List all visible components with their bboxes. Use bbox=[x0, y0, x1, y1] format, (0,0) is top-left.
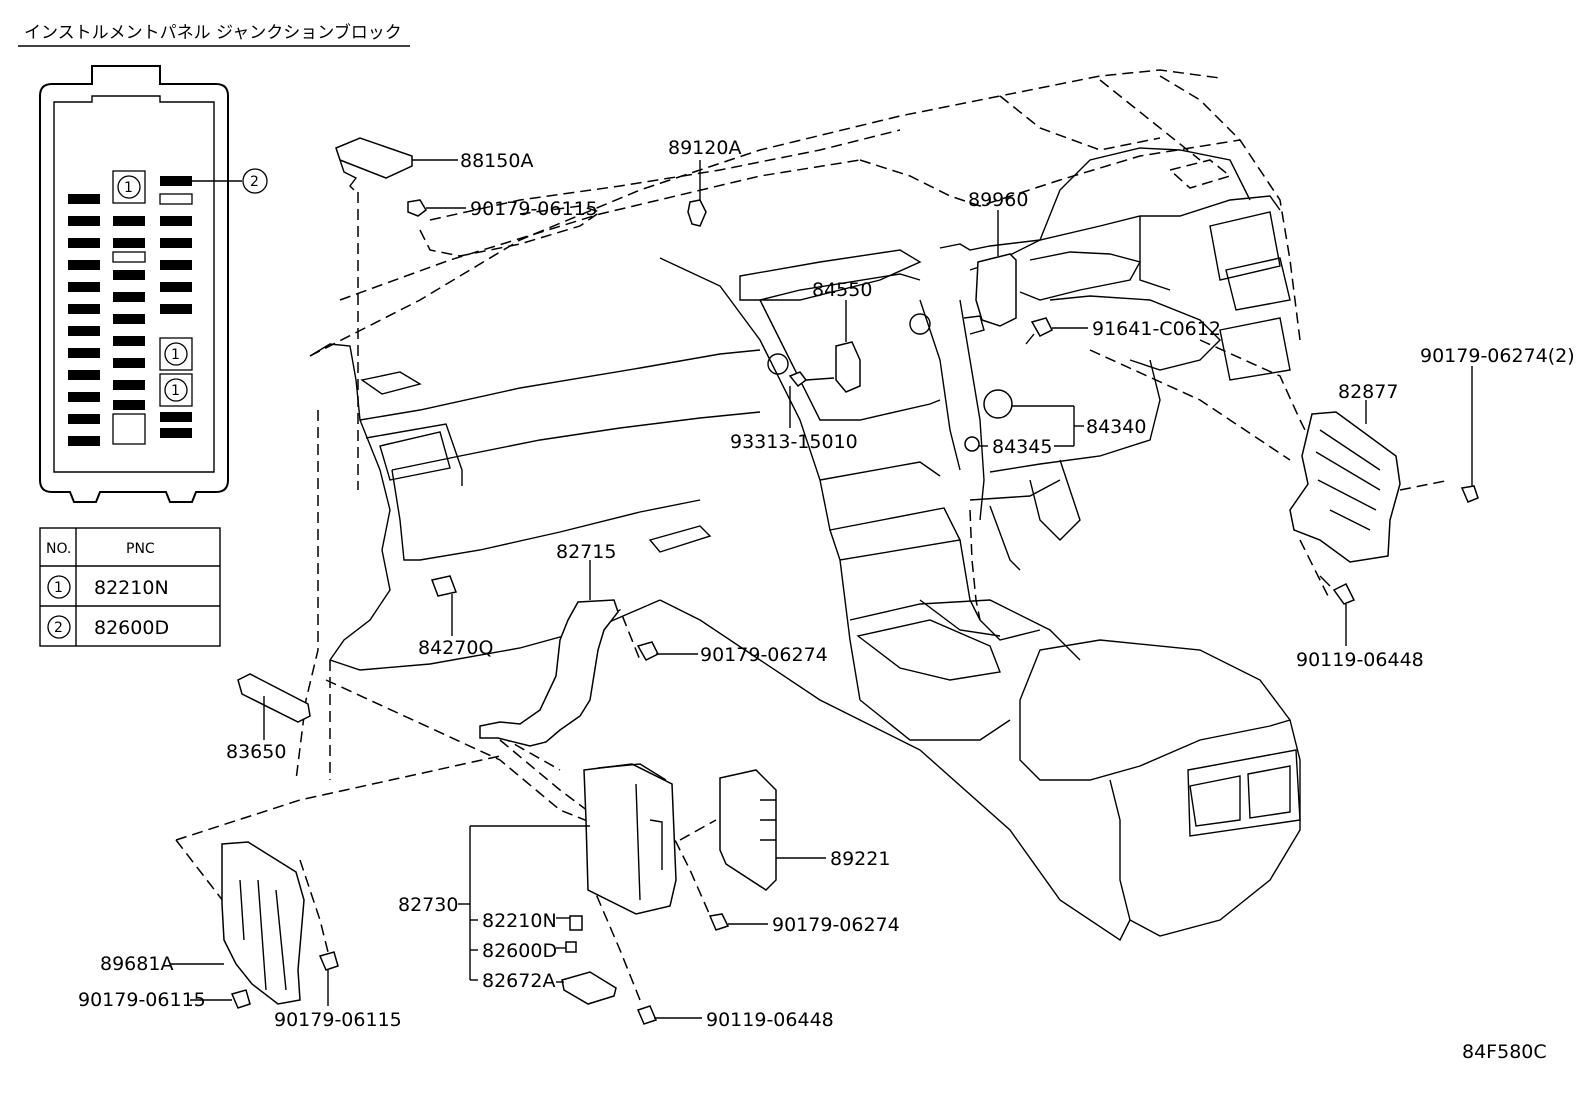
label-88150A: 88150A bbox=[460, 150, 533, 172]
diagram-title: インストルメントパネル ジャンクションブロック bbox=[24, 22, 402, 43]
label-90179-06115-a: 90179-06115 bbox=[470, 198, 598, 220]
label-90179-06274-b: 90179-06274 bbox=[772, 914, 900, 936]
pnc-table: NO. PNC 1 82210N 2 82600D bbox=[39, 527, 221, 647]
fuse-box-illustration: 1 1 1 bbox=[39, 65, 268, 503]
label-84550: 84550 bbox=[812, 279, 872, 301]
instrument-panel-outline bbox=[309, 69, 1321, 942]
fuse-callout-1: 1 bbox=[124, 180, 133, 196]
label-89960: 89960 bbox=[968, 189, 1028, 211]
parts-illustrations bbox=[221, 137, 1479, 1025]
label-90179-06274-a: 90179-06274 bbox=[700, 644, 828, 666]
label-90119-06448-b: 90119-06448 bbox=[706, 1009, 834, 1031]
label-82877: 82877 bbox=[1338, 381, 1398, 403]
label-82210N: 82210N bbox=[482, 910, 557, 932]
label-89221: 89221 bbox=[830, 848, 890, 870]
drawing-code: 84F580C bbox=[1462, 1041, 1547, 1063]
connector-lines bbox=[175, 192, 1451, 1001]
fuse-column-3: 1 1 bbox=[159, 176, 193, 438]
label-91641-C0612: 91641-C0612 bbox=[1092, 318, 1221, 340]
pnc-row-2-pnc: 82600D bbox=[94, 617, 169, 639]
label-82715: 82715 bbox=[556, 541, 616, 563]
pnc-row-2-no: 2 bbox=[54, 620, 63, 636]
label-90179-06115-b: 90179-06115 bbox=[78, 989, 206, 1011]
label-89120A: 89120A bbox=[668, 137, 741, 159]
label-84345: 84345 bbox=[992, 436, 1052, 458]
label-83650: 83650 bbox=[226, 741, 286, 763]
label-89681A: 89681A bbox=[100, 953, 173, 975]
label-90179-06274-2: 90179-06274(2) bbox=[1420, 345, 1575, 367]
pnc-row-1-no: 1 bbox=[54, 580, 63, 596]
label-90179-06115-c: 90179-06115 bbox=[274, 1009, 402, 1031]
fuse-column-2: 1 bbox=[112, 170, 146, 445]
fuse-callout-2: 2 bbox=[250, 174, 259, 190]
fuse-callout-1c: 1 bbox=[171, 383, 180, 399]
pnc-header-pnc: PNC bbox=[126, 541, 155, 557]
fuse-column-1 bbox=[68, 194, 100, 446]
pnc-header-no: NO. bbox=[46, 541, 71, 557]
part-labels: 88150A 90179-06115 89120A 89960 84550 91… bbox=[78, 137, 1575, 1031]
label-82600D: 82600D bbox=[482, 940, 557, 962]
pnc-row-1-pnc: 82210N bbox=[94, 577, 169, 599]
label-93313-15010: 93313-15010 bbox=[730, 431, 858, 453]
leader-lines bbox=[170, 159, 1473, 1019]
label-84270Q: 84270Q bbox=[418, 637, 493, 659]
fuse-callout-1b: 1 bbox=[171, 347, 180, 363]
label-82730: 82730 bbox=[398, 894, 458, 916]
label-84340: 84340 bbox=[1086, 416, 1146, 438]
label-90119-06448-a: 90119-06448 bbox=[1296, 649, 1424, 671]
label-82672A: 82672A bbox=[482, 970, 555, 992]
